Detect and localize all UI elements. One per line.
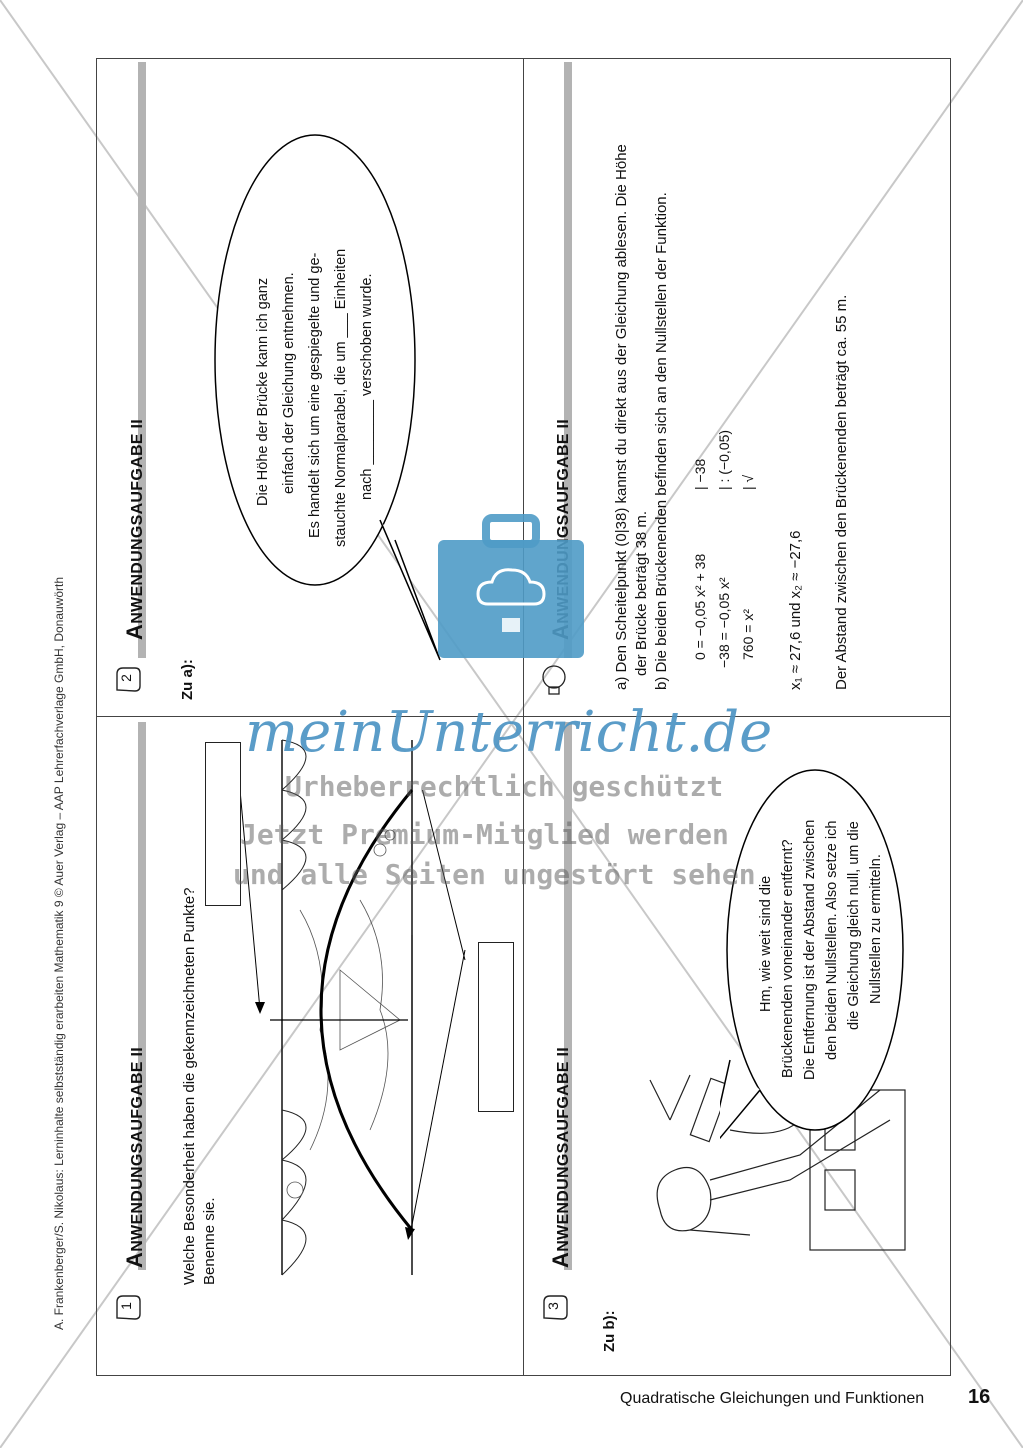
watermark-line2: Jetzt Premium-Mitglied werden xyxy=(240,818,729,851)
card3-bubble-line4: den beiden Nullstellen. Also setze ich xyxy=(824,820,840,1060)
card1-number-icon: 1 xyxy=(113,1292,143,1322)
card2-bar xyxy=(138,62,146,658)
card3-bubble-line3: Die Entfernung ist der Abstand zwischen xyxy=(802,819,818,1080)
card2-bubble-line5: nach ________ verschoben wurde. xyxy=(359,273,375,500)
card4-bar xyxy=(564,62,572,658)
card3-label: Zu b): xyxy=(601,1310,618,1352)
card2-number: 2 xyxy=(117,674,134,682)
middle-divider xyxy=(96,716,951,717)
page-number: 16 xyxy=(968,1386,991,1408)
bridge-illustration xyxy=(270,739,414,1276)
side-header: A. Frankenberger/S. Nikolaus: Lerninhalt… xyxy=(52,576,66,1330)
card1-number: 1 xyxy=(117,1302,134,1310)
card2-label: Zu a): xyxy=(179,659,196,700)
label-box-bottom[interactable] xyxy=(478,942,514,1112)
watermark-brand: meinUnterricht.de xyxy=(245,700,773,765)
card3-title: ANWENDUNGSAUFGABE II xyxy=(548,1046,573,1268)
card4-eq1-left: 0 = −0,05 x² + 38 xyxy=(692,553,708,660)
card2-speech-bubble xyxy=(214,134,441,661)
card4-eq2-op: | : (−0,05) xyxy=(716,429,732,490)
card3-speech-bubble xyxy=(720,769,904,1140)
card3-bubble-line2: Brückenenden voneinander entfernt? xyxy=(780,839,796,1078)
card3-bubble-line6: Nullstellen zu ermitteln. xyxy=(868,854,884,1004)
label-box-top[interactable] xyxy=(205,742,241,906)
card3-bar xyxy=(564,722,572,1270)
card3-bubble-line1: Hm, wie weit sind die xyxy=(758,875,774,1012)
card4-eq2-left: −38 = −0,05 x² xyxy=(716,577,732,668)
card2-bubble-line1: Die Höhe der Brücke kann ich ganz xyxy=(255,277,271,506)
card4-solutions: x₁ ≈ 27,6 und x₂ ≈ −27,6 xyxy=(787,530,804,690)
center-divider xyxy=(523,58,524,1376)
card4-eq3-op: | √ xyxy=(740,474,756,490)
card1-question-line2: Benenne sie. xyxy=(201,1197,218,1285)
card3-number: 3 xyxy=(544,1302,561,1310)
card1-bar xyxy=(138,722,146,1270)
card1-title: ANWENDUNGSAUFGABE II xyxy=(122,1046,147,1268)
card2-title: ANWENDUNGSAUFGABE II xyxy=(122,418,147,640)
card3-number-icon: 3 xyxy=(540,1292,570,1322)
card4-eq3-left: 760 = x² xyxy=(740,609,756,660)
watermark-briefcase-icon xyxy=(438,512,584,658)
card3-bubble-line5: die Gleichung gleich null, um die xyxy=(846,821,862,1030)
watermark-line3: und alle Seiten ungestört sehen xyxy=(233,858,756,891)
card2-bubble-line4: stauchte Normalparabel, die um ___ Einhe… xyxy=(333,248,349,547)
card2-bubble-line3: Es handelt sich um eine gespiegelte und … xyxy=(307,252,323,538)
card4-lightbulb-icon xyxy=(538,662,570,696)
card4-text-a2: der Brücke beträgt 38 m. xyxy=(633,510,650,676)
card4-text-b: b) Die beiden Brückenenden befinden sich… xyxy=(653,192,670,690)
footer-section-title: Quadratische Gleichungen und Funktionen xyxy=(620,1390,925,1407)
annotation-arrows xyxy=(239,790,466,1240)
card4-eq1-op: | −38 xyxy=(692,458,708,490)
card4-text-a1: a) Den Scheitelpunkt (0|38) kannst du di… xyxy=(613,144,630,690)
card2-number-icon: 2 xyxy=(113,664,143,694)
watermark-line1: Urheberrechtlich geschützt xyxy=(285,770,724,803)
card1-question-line1: Welche Besonderheit haben die gekennzeic… xyxy=(181,887,198,1285)
card4-conclusion: Der Abstand zwischen den Brückenenden be… xyxy=(833,294,850,690)
card2-bubble-line2: einfach der Gleichung entnehmen. xyxy=(281,272,297,494)
